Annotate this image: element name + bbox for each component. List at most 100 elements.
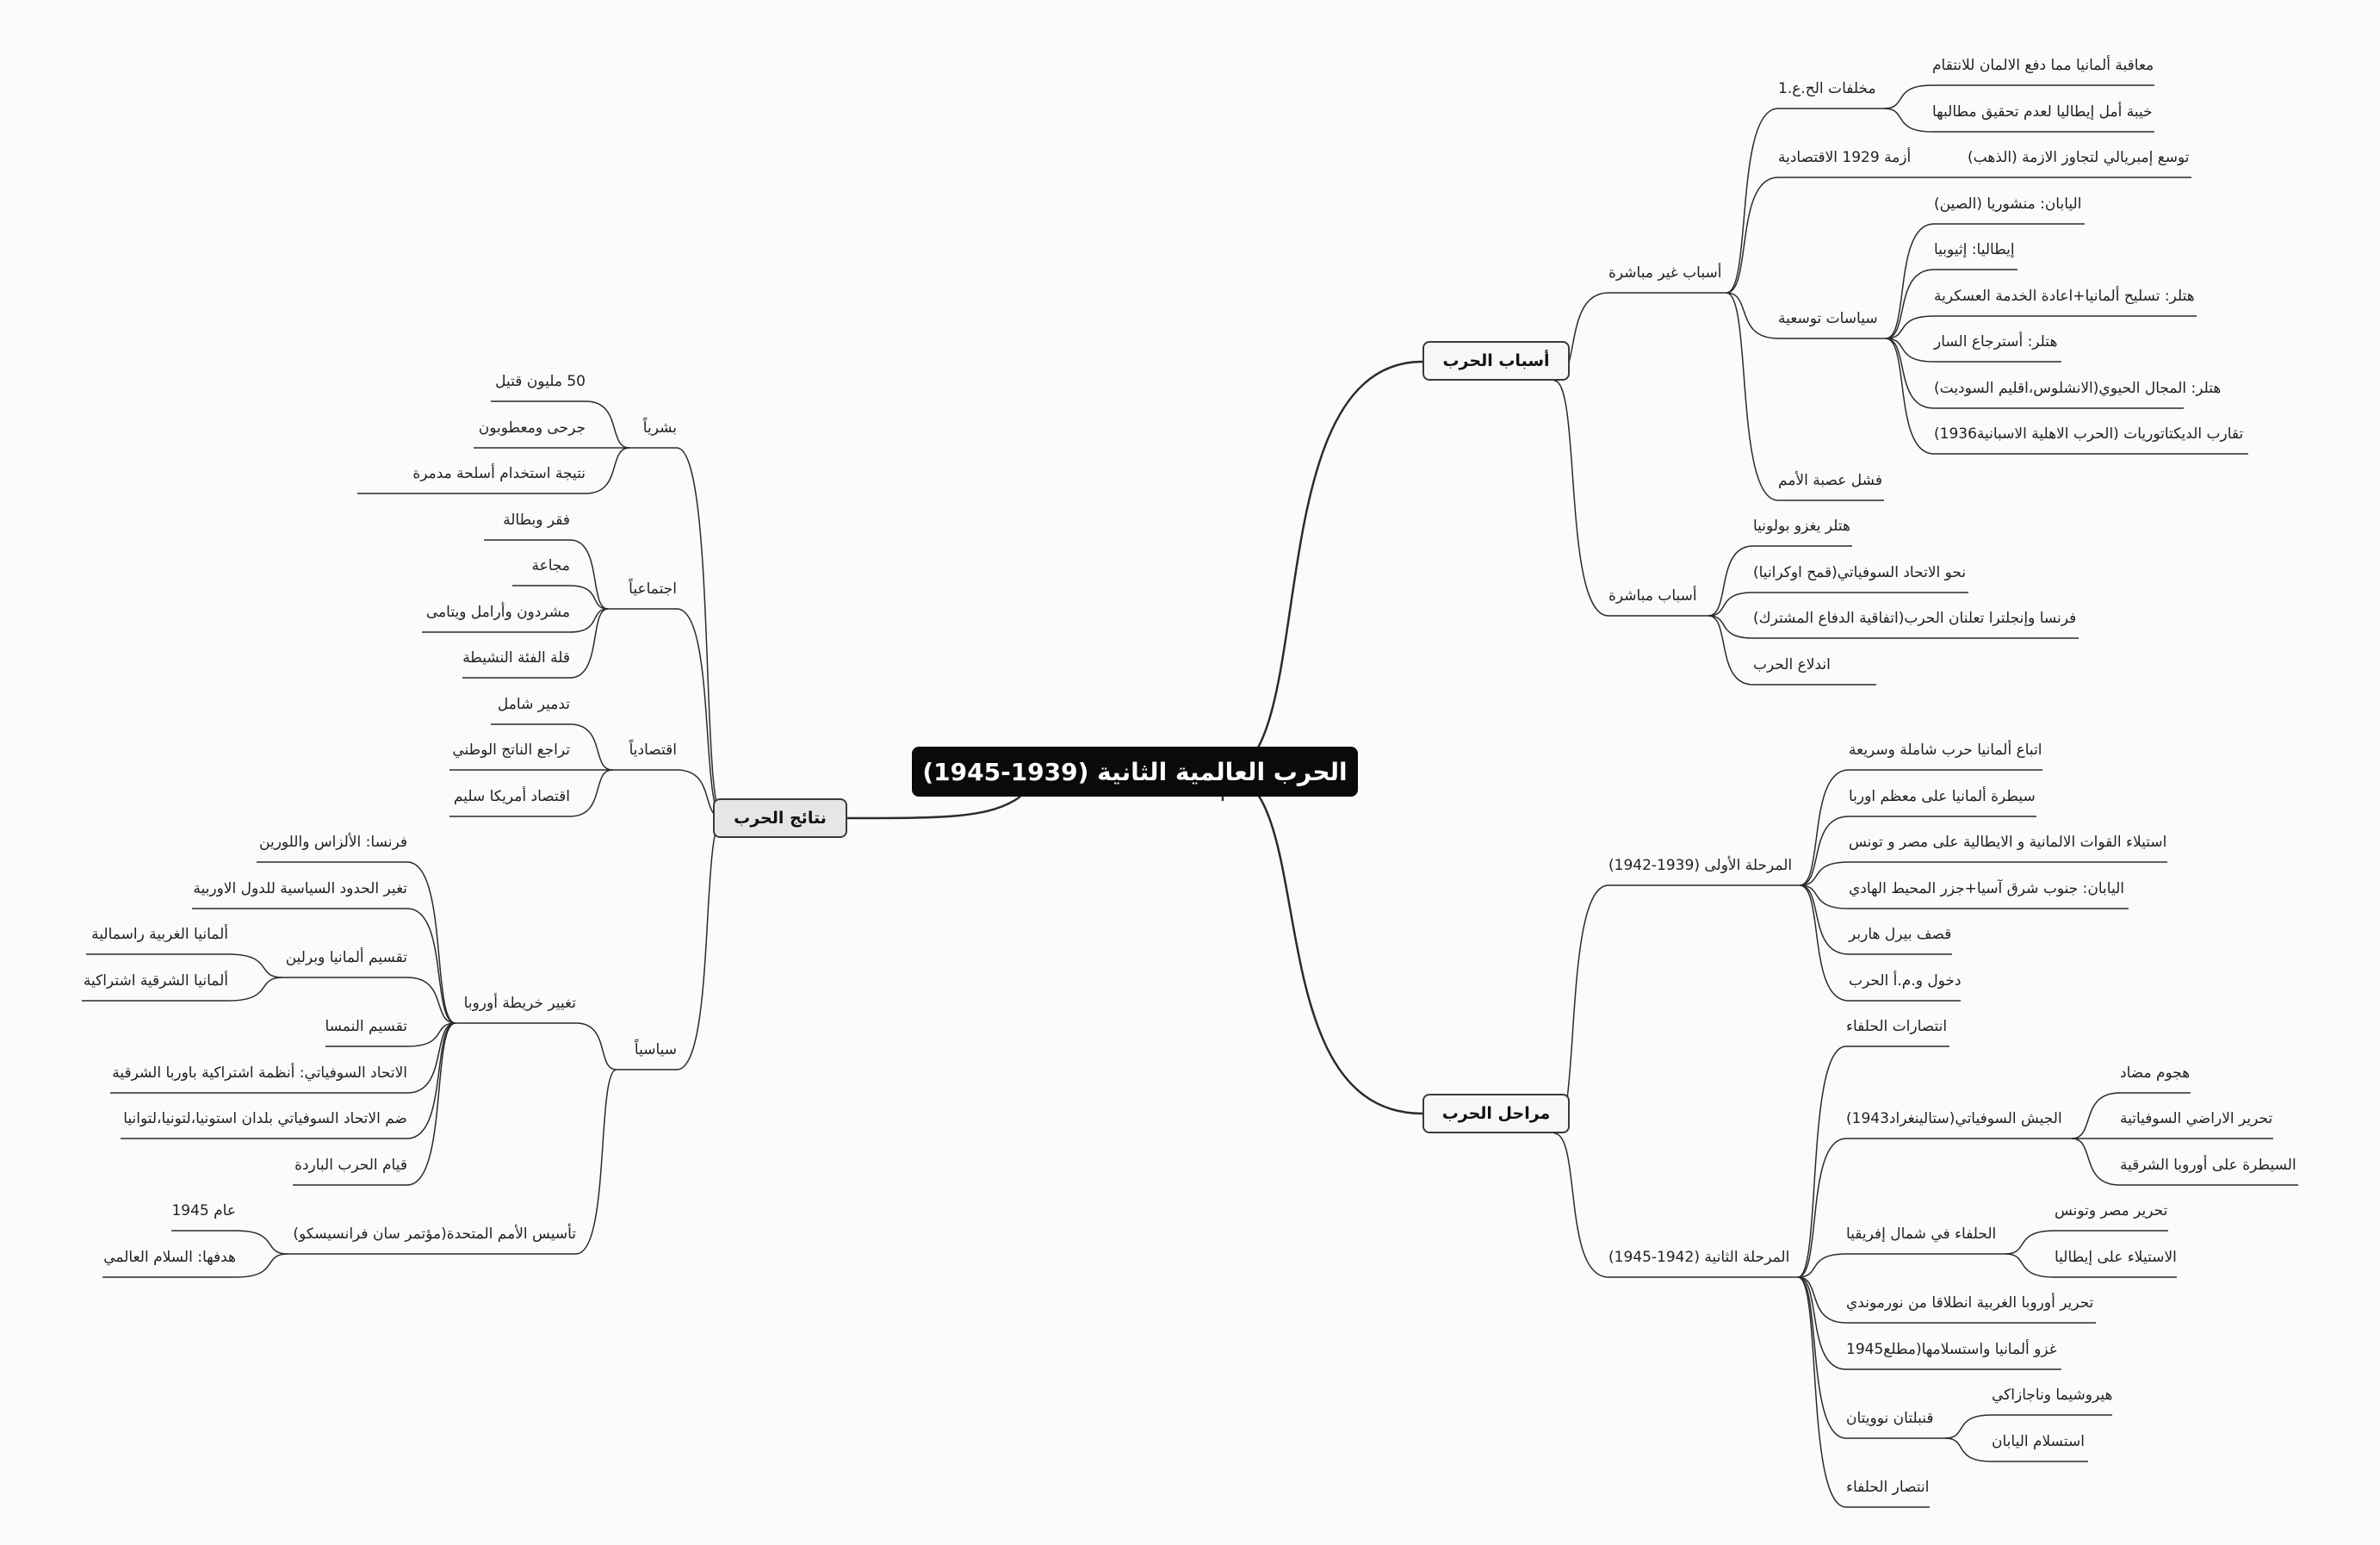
expansion-item[interactable]: اليابان: منشوريا (الصين) (1934, 195, 2082, 213)
cause-expansion[interactable]: سياسات توسعية (1778, 310, 1878, 327)
first-item[interactable]: قصف بيرل هاربر (1849, 926, 1952, 943)
connector (569, 608, 609, 679)
map-item[interactable]: فرنسا: الألزاس واللورين (259, 834, 407, 851)
connector (1708, 615, 1754, 686)
connector (569, 585, 609, 610)
direct-item[interactable]: اندلاع الحرب (1753, 656, 1831, 673)
map-germany-split[interactable]: تقسيم ألمانيا وبرلين (285, 949, 407, 966)
second-germany[interactable]: غزو ألمانيا واستسلامها(مطلع1945 (1846, 1341, 2057, 1358)
branch-causes[interactable]: أسباب الحرب (1422, 341, 1570, 381)
social-item[interactable]: مشردون وأرامل ويتامى (425, 604, 570, 621)
germany-item[interactable]: ألمانيا الغربية راسمالية (91, 926, 228, 943)
map-item[interactable]: الاتحاد السوفياتي: أنظمة اشتراكية باوربا… (112, 1064, 407, 1082)
second-soviet[interactable]: الجيش السوفياتي(ستالينغراد1943) (1846, 1110, 2062, 1127)
africa-item[interactable]: تحرير مصر وتونس (2055, 1202, 2168, 1219)
connector (676, 447, 724, 819)
crisis-item[interactable]: توسع إمبريالي لتجاوز الازمة (الذهب) (1968, 149, 2190, 166)
economic-item[interactable]: اقتصاد أمريكا سليم (453, 788, 570, 805)
branch-results[interactable]: نتائج الحرب (713, 798, 847, 838)
ww1-item[interactable]: خيبة أمل إيطاليا لعدم تحقيق مطالبها (1932, 103, 2153, 121)
bombs-item[interactable]: استسلام اليابان (1992, 1433, 2085, 1450)
connector (1799, 861, 1850, 886)
africa-item[interactable]: الاستيلاء على إيطاليا (2055, 1249, 2177, 1266)
branch-stages[interactable]: مراحل الحرب (1422, 1094, 1570, 1133)
map-item[interactable]: تقسيم النمسا (325, 1018, 407, 1035)
connector (585, 447, 630, 494)
connector (2071, 1092, 2121, 1139)
connector (1708, 545, 1754, 617)
human-item[interactable]: 50 مليون قتيل (495, 373, 586, 390)
human-item[interactable]: نتيجة استخدام أسلحة مدمرة (412, 465, 586, 482)
first-item[interactable]: استيلاء القوات الالمانية و الايطالية على… (1849, 834, 2167, 851)
result-social[interactable]: اجتماعياً (629, 580, 677, 598)
cause-crisis1929[interactable]: أزمة 1929 الاقتصادية (1778, 149, 1912, 166)
ww1-item[interactable]: معاقبة ألمانيا مما دفع الالمان للانتقام (1932, 57, 2154, 74)
connector (1708, 592, 1754, 617)
connector (1885, 223, 1935, 339)
economic-item[interactable]: تراجع الناتج الوطني (452, 741, 570, 759)
soviet-item[interactable]: هجوم مضاد (2120, 1064, 2191, 1082)
human-item[interactable]: جرحى ومعطوبون (478, 419, 586, 437)
map-item[interactable]: قيام الحرب الباردة (294, 1157, 407, 1174)
connector (1797, 1276, 1847, 1370)
stage-first[interactable]: المرحلة الأولى (1939-1942) (1608, 857, 1793, 874)
cause-direct[interactable]: أسباب مباشرة (1608, 587, 1697, 605)
connector (406, 1022, 456, 1094)
first-item[interactable]: سيطرة ألمانيا على معظم اوربا (1849, 788, 2036, 805)
first-item[interactable]: دخول و.م.أ الحرب (1849, 972, 1962, 990)
second-bombs[interactable]: قنبلتان نوويتان (1846, 1410, 1934, 1427)
political-map[interactable]: تغيير خريطة أوروبا (463, 995, 576, 1012)
germany-item[interactable]: ألمانيا الشرقية اشتراكية (83, 972, 228, 990)
connector (569, 723, 613, 771)
expansion-item[interactable]: هتلر: المجال الحيوي(الانشلوس،اقليم السود… (1934, 380, 2222, 397)
connector (1726, 292, 1779, 501)
connector (1726, 292, 1779, 339)
direct-item[interactable]: هتلر يغزو بولونيا (1753, 518, 1850, 535)
cause-indirect[interactable]: أسباب غير مباشرة (1608, 264, 1722, 282)
cause-league[interactable]: فشل عصبة الأمم (1778, 472, 1882, 489)
second-allied-victories[interactable]: انتصارات الحلفاء (1846, 1018, 1948, 1035)
connector (569, 608, 609, 633)
map-item[interactable]: ضم الاتحاد السوفياتي بلدان استونيا،لتوني… (123, 1110, 407, 1127)
direct-item[interactable]: نحو الاتحاد السوفياتي(قمح اوكرانيا) (1753, 564, 1967, 581)
social-item[interactable]: فقر وبطالة (503, 512, 570, 529)
un-item[interactable]: عام 1945 (171, 1202, 236, 1219)
connector (1883, 84, 1933, 109)
political-un[interactable]: تأسيس الأمم المتحدة(مؤتمر سان فرانسيسكو) (293, 1225, 576, 1243)
second-north-africa[interactable]: الحلفاء في شمال إفريقيا (1846, 1225, 1997, 1243)
stage-second[interactable]: المرحلة الثانية (1942-1945) (1608, 1249, 1790, 1266)
connector (1797, 1046, 1847, 1278)
expansion-item[interactable]: هتلر: تسليح ألمانيا+اعادة الخدمة العسكري… (1934, 288, 2195, 305)
connector (1944, 1414, 1993, 1439)
connector (569, 769, 613, 817)
connector (406, 977, 456, 1024)
connector (2005, 1230, 2055, 1255)
second-normandy[interactable]: تحرير أوروبا الغربية انطلاقا من نورموندي (1846, 1294, 2094, 1312)
result-human[interactable]: بشرياً (642, 419, 677, 437)
second-final[interactable]: انتصار الحلفاء (1846, 1479, 1930, 1496)
bombs-item[interactable]: هيروشيما وناجازاكي (1992, 1387, 2113, 1404)
connector (1799, 769, 1850, 886)
soviet-item[interactable]: السيطرة على أوروبا الشرقية (2120, 1157, 2296, 1174)
result-political[interactable]: سياسياً (634, 1041, 677, 1058)
map-item[interactable]: تغير الحدود السياسية للدول الاوربية (193, 880, 407, 897)
cause-ww1[interactable]: مخلفات الح.ع.1 (1778, 80, 1876, 97)
expansion-item[interactable]: هتلر: أسترجاع السار (1934, 333, 2058, 351)
soviet-item[interactable]: تحرير الاراضي السوفياتية (2120, 1110, 2273, 1127)
result-economic[interactable]: اقتصادياً (629, 741, 677, 759)
first-item[interactable]: اتباع ألمانيا حرب شاملة وسريعة (1849, 741, 2042, 759)
connector (1885, 338, 1935, 409)
social-item[interactable]: قلة الفئة النشيطة (462, 649, 570, 667)
connector (1726, 108, 1779, 294)
central-topic[interactable]: الحرب العالمية الثانية (1939-1945) (912, 747, 1358, 797)
direct-item[interactable]: فرنسا وإنجلترا تعلنان الحرب(اتفاقية الدف… (1753, 610, 2077, 627)
connector (575, 1022, 617, 1070)
connector (1708, 615, 1754, 639)
expansion-item[interactable]: تقارب الديكتاتوريات (الحرب الاهلية الاسب… (1934, 425, 2244, 443)
social-item[interactable]: مجاعة (531, 557, 570, 574)
expansion-item[interactable]: إيطاليا: إثيوبيا (1934, 241, 2015, 258)
economic-item[interactable]: تدمير شامل (497, 696, 570, 713)
un-item[interactable]: هدفها: السلام العالمي (103, 1249, 236, 1266)
first-item[interactable]: اليابان: جنوب شرق آسيا+جزر المحيط الهادي (1849, 880, 2124, 897)
